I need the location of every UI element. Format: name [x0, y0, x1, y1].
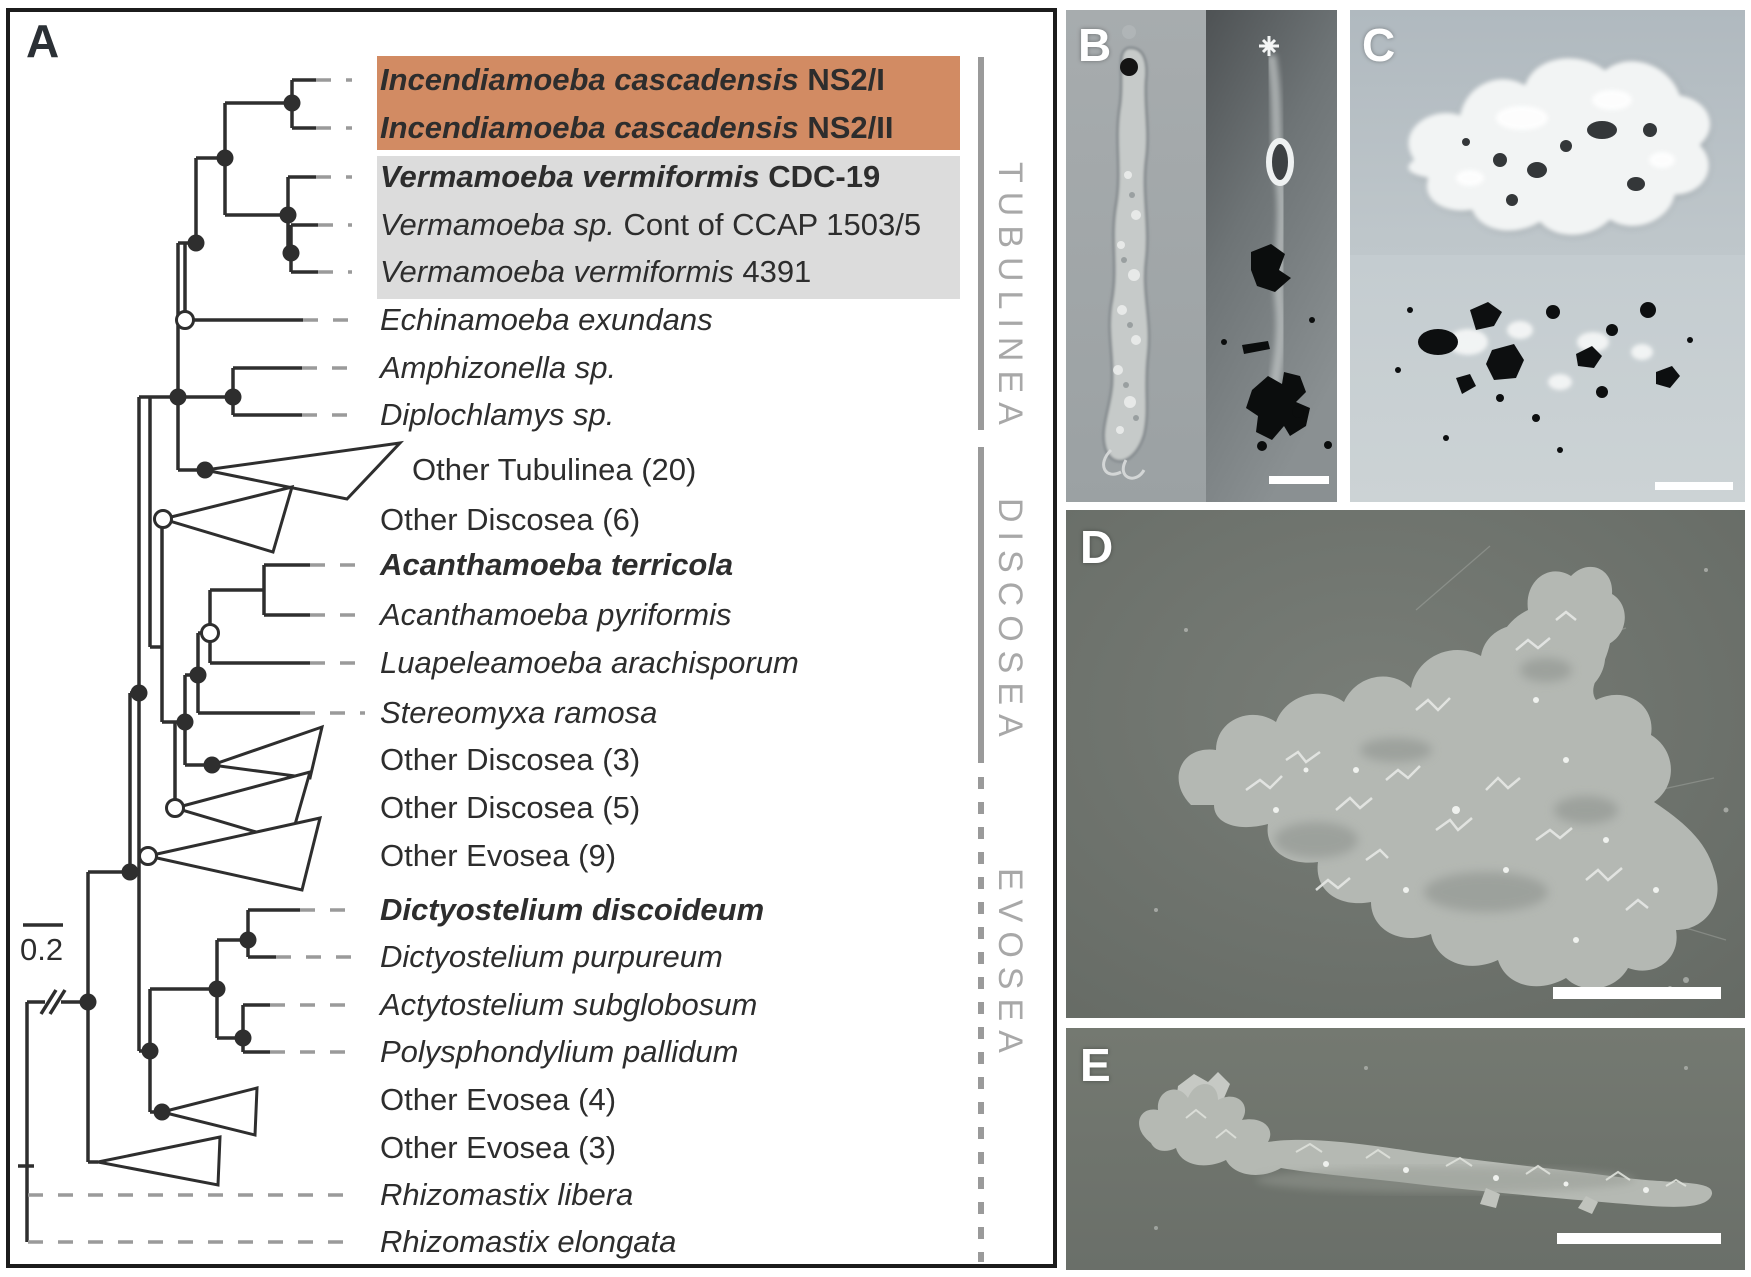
taxa-labels-layer: Incendiamoeba cascadensis NS2/I Incendiam…	[380, 62, 922, 1259]
taxon-label: Other Discosea (6)	[380, 502, 641, 537]
taxon-label: Stereomyxa ramosa	[380, 695, 658, 730]
taxon-label: Amphizonella sp.	[380, 350, 617, 385]
flattened-amoeba-dic	[1408, 58, 1711, 236]
taxon-label: Rhizomastix elongata	[380, 1224, 677, 1259]
taxon-label: Actytostelium subglobosum	[380, 987, 758, 1022]
panel-e-image	[1066, 1028, 1745, 1270]
sem-amoeba-limax	[1139, 1072, 1713, 1214]
taxon-label: Other Discosea (5)	[380, 790, 641, 825]
taxon-label: Incendiamoeba cascadensis NS2/II	[380, 110, 894, 145]
scale-bar	[1557, 1233, 1721, 1244]
highlight-related-strains	[377, 156, 960, 299]
clade-bracket-label-discosea: DISCOSEA	[991, 498, 1029, 746]
taxon-label: Diplochlamys sp.	[380, 397, 615, 432]
highlight-new-species	[377, 56, 960, 150]
taxon-label: Luapeleamoeba arachisporum	[380, 645, 799, 680]
scale-bar	[1655, 482, 1733, 490]
scale-bar	[1553, 987, 1721, 999]
taxon-label: Polysphondylium pallidum	[380, 1034, 739, 1069]
tree-edges	[18, 57, 984, 1262]
panel-d-letter: D	[1080, 521, 1114, 573]
clade-bracket-label-evosea: EVOSEA	[991, 868, 1029, 1062]
scale-bar-label: 0.2	[20, 932, 64, 967]
taxon-label: Dictyostelium purpureum	[380, 939, 723, 974]
taxon-label: Rhizomastix libera	[380, 1177, 634, 1212]
phylogenetic-tree-svg	[18, 57, 984, 1262]
sem-amoeba-rugose	[1178, 566, 1718, 989]
panel-c-letter: C	[1362, 19, 1396, 71]
taxon-label: Vermamoeba vermiformis 4391	[380, 254, 812, 289]
taxon-label: Other Evosea (4)	[380, 1082, 617, 1117]
taxon-label: Other Evosea (3)	[380, 1130, 617, 1165]
panel-a-letter: A	[26, 15, 60, 67]
panel-c-image	[1350, 10, 1745, 502]
taxon-label: Acanthamoeba terricola	[380, 547, 734, 582]
taxon-label: Acanthamoeba pyriformis	[380, 597, 732, 632]
panel-b-letter: B	[1078, 19, 1112, 71]
panel-d-image	[1066, 510, 1745, 1018]
clade-bracket-label-tubulinea: TUBULINEA	[991, 162, 1029, 434]
scale-bar	[1269, 476, 1329, 484]
taxon-label: Other Discosea (3)	[380, 742, 641, 777]
flattened-amoeba-granular	[1395, 302, 1693, 453]
taxon-label: Other Evosea (9)	[380, 838, 617, 873]
limax-amoeba-phase	[1221, 36, 1332, 451]
taxon-label: Vermamoeba vermiformis CDC-19	[380, 159, 881, 194]
taxon-label: Dictyostelium discoideum	[380, 892, 765, 927]
panel-e-letter: E	[1080, 1039, 1111, 1091]
taxon-label: Echinamoeba exundans	[380, 302, 713, 337]
limax-amoeba-brightfield	[1102, 25, 1151, 480]
taxon-label: Other Tubulinea (20)	[412, 452, 697, 487]
taxon-label: Incendiamoeba cascadensis NS2/I	[380, 62, 885, 97]
panel-b-image	[1066, 10, 1337, 502]
taxon-label: Vermamoeba sp. Cont of CCAP 1503/5	[380, 207, 922, 242]
